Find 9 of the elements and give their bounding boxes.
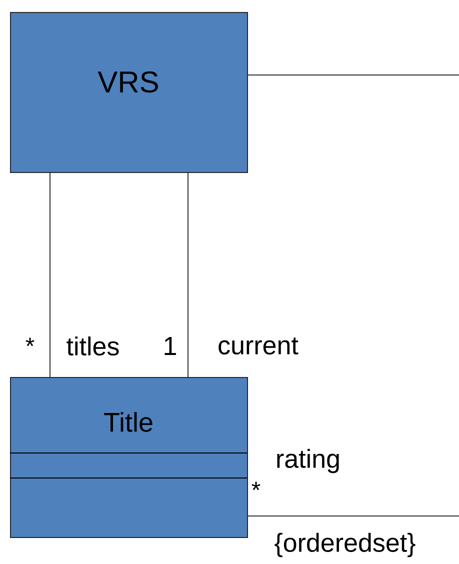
class-box: Title xyxy=(10,377,248,538)
association-label: titles xyxy=(66,336,119,356)
association-label: * xyxy=(26,338,34,346)
association-line xyxy=(248,74,459,76)
class-box: VRS xyxy=(10,12,248,173)
association-label: 1 xyxy=(164,337,176,355)
association-label: current xyxy=(218,337,298,355)
association-label: rating xyxy=(277,448,339,474)
association-label: {orderedset} xyxy=(274,532,416,558)
